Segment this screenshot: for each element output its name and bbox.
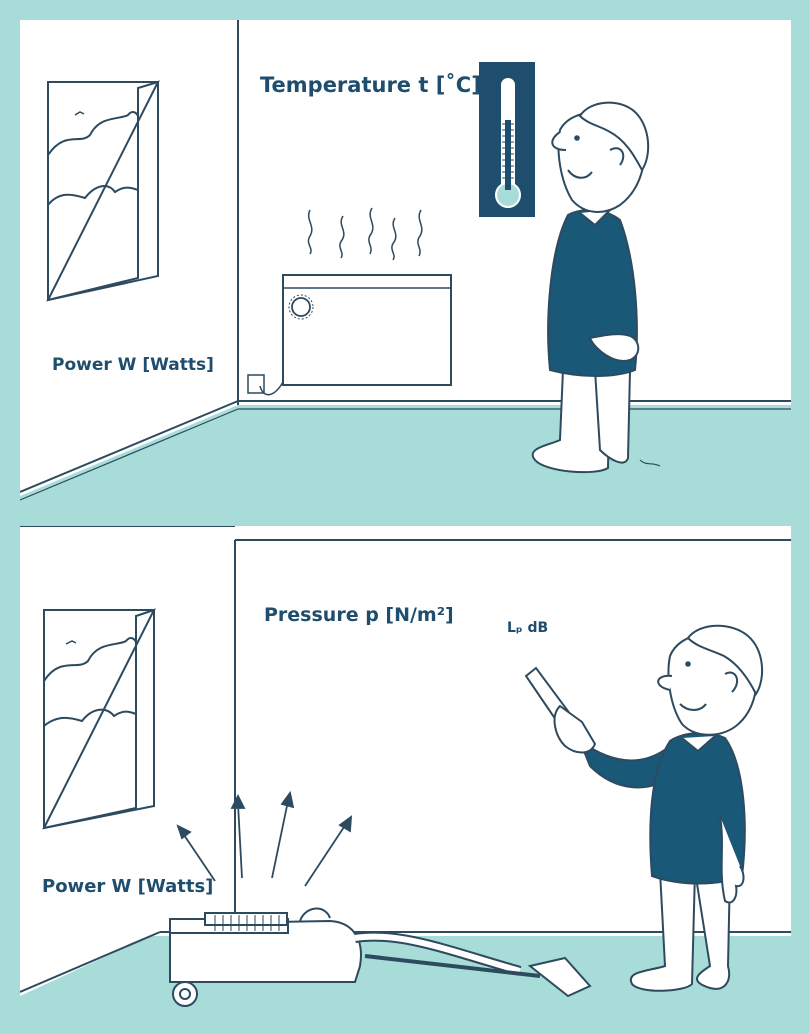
pressure-label: Pressure p [N/m²] [264, 604, 454, 626]
heat-steam [308, 208, 421, 260]
sound-pressure-level-label: Lₚ dB [507, 620, 548, 636]
vacuum-scene-drawing [20, 526, 791, 1016]
thermometer [479, 62, 535, 217]
thermostat-dial [292, 298, 310, 316]
window [44, 610, 154, 828]
window [48, 82, 158, 300]
sound-power-arrows [178, 793, 351, 886]
bottom-panel-vacuum-scene: Pressure p [N/m²] Power W [Watts] Lₚ dB [20, 526, 791, 1016]
top-panel-heater-scene: Temperature t [˚C] Power W [Watts] [20, 20, 791, 510]
temperature-label: Temperature t [˚C] [260, 73, 481, 97]
floor [20, 405, 791, 510]
power-label-heater: Power W [Watts] [52, 355, 214, 375]
heater [248, 275, 451, 395]
power-label-vacuum: Power W [Watts] [42, 876, 213, 897]
